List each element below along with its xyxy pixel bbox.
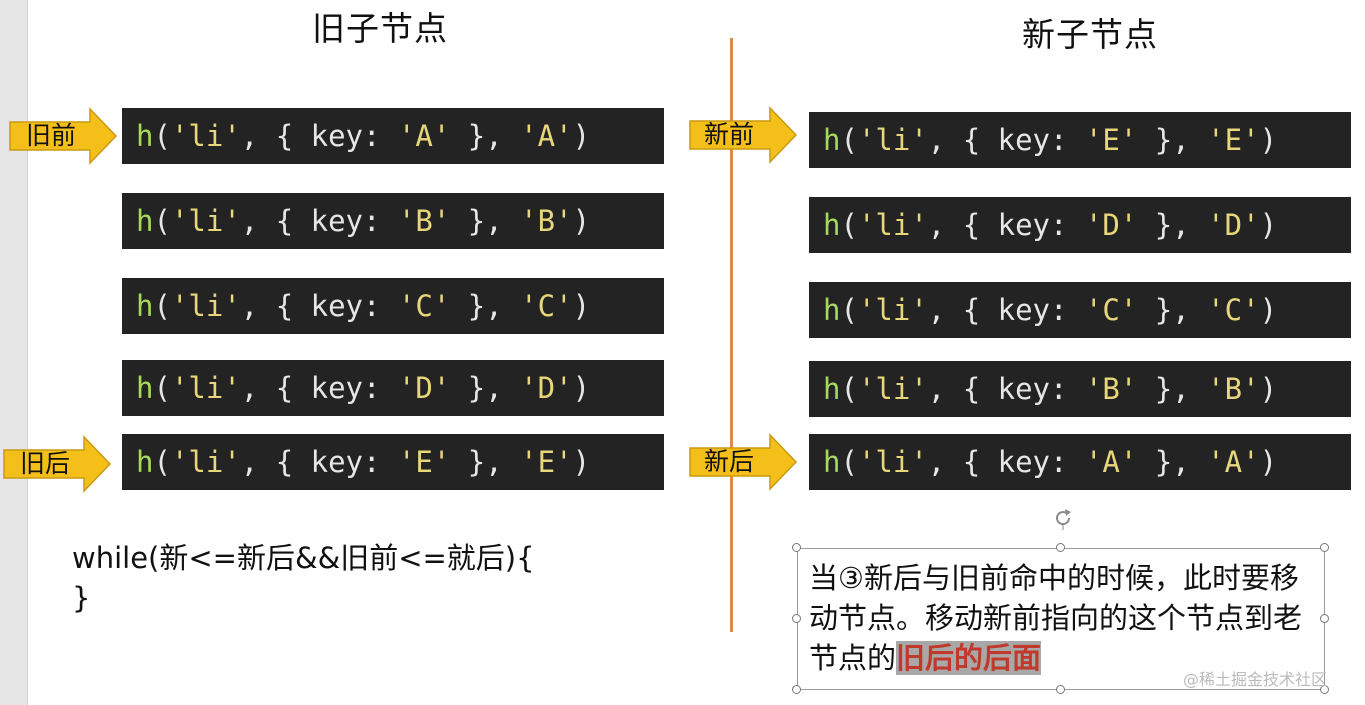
- old-start-label: 旧前: [26, 121, 77, 150]
- arrow-right-icon: [689, 433, 798, 491]
- resize-handle[interactable]: [792, 614, 801, 623]
- resize-handle[interactable]: [1056, 543, 1065, 552]
- while-loop-code: while(新<=新后&&旧前<=就后){}: [72, 538, 535, 618]
- resize-handle[interactable]: [792, 543, 801, 552]
- old-start-pointer: 旧前: [8, 107, 118, 165]
- while-line-2: }: [72, 581, 91, 615]
- old-node-row: h('li', { key: 'B' }, 'B'): [122, 193, 664, 249]
- old-node-row: h('li', { key: 'E' }, 'E'): [122, 434, 664, 490]
- arrow-right-icon: [9, 107, 118, 165]
- new-start-pointer: 新前: [688, 106, 798, 164]
- new-node-row: h('li', { key: 'D' }, 'D'): [809, 197, 1351, 253]
- old-node-row: h('li', { key: 'C' }, 'C'): [122, 278, 664, 334]
- arrow-right-icon: [3, 435, 112, 493]
- rotate-handle-icon[interactable]: [1051, 506, 1075, 530]
- new-node-row: h('li', { key: 'A' }, 'A'): [809, 434, 1351, 490]
- old-end-pointer: 旧后: [2, 435, 112, 493]
- left-sidebar: [0, 0, 28, 705]
- resize-handle[interactable]: [1056, 685, 1065, 694]
- note-text: 当③新后与旧前命中的时候，此时要移动节点。移动新前指向的这个节点到老节点的旧后的…: [809, 558, 1314, 678]
- old-children-title: 旧子节点: [312, 9, 448, 48]
- new-end-pointer: 新后: [688, 433, 798, 491]
- new-node-row: h('li', { key: 'B' }, 'B'): [809, 361, 1351, 417]
- resize-handle[interactable]: [792, 685, 801, 694]
- old-node-row: h('li', { key: 'A' }, 'A'): [122, 108, 664, 164]
- resize-handle[interactable]: [1320, 614, 1329, 623]
- new-start-label: 新前: [704, 120, 755, 149]
- resize-handle[interactable]: [1320, 685, 1329, 694]
- note-textbox[interactable]: 当③新后与旧前命中的时候，此时要移动节点。移动新前指向的这个节点到老节点的旧后的…: [792, 543, 1329, 694]
- watermark: @稀土掘金技术社区: [1183, 670, 1328, 689]
- old-node-row: h('li', { key: 'D' }, 'D'): [122, 360, 664, 416]
- note-highlight: 旧后的后面: [896, 641, 1042, 675]
- arrow-right-icon: [689, 106, 798, 164]
- new-node-row: h('li', { key: 'C' }, 'C'): [809, 282, 1351, 338]
- new-end-label: 新后: [704, 447, 755, 476]
- while-line-1: while(新<=新后&&旧前<=就后){: [72, 541, 535, 575]
- resize-handle[interactable]: [1320, 543, 1329, 552]
- note-body: 当③新后与旧前命中的时候，此时要移动节点。移动新前指向的这个节点到老节点的: [809, 561, 1303, 675]
- divider-line: [730, 38, 733, 632]
- new-node-row: h('li', { key: 'E' }, 'E'): [809, 112, 1351, 168]
- old-end-label: 旧后: [20, 449, 71, 478]
- new-children-title: 新子节点: [1022, 15, 1158, 54]
